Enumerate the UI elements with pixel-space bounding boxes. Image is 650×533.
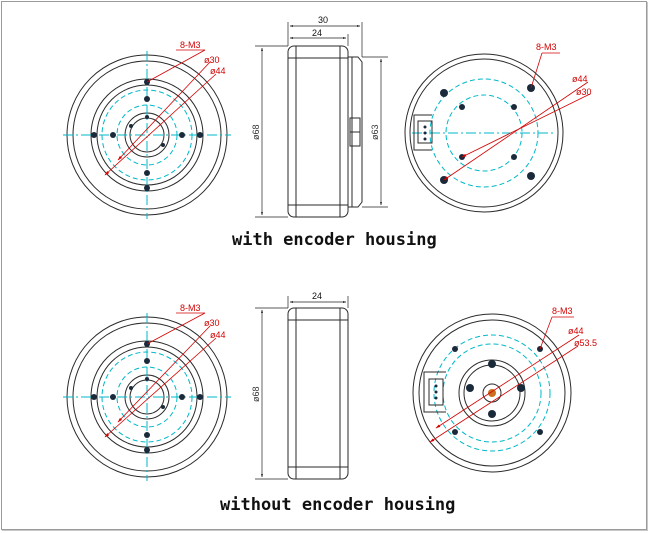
side-view-top [287,45,363,218]
front-bottom-holes-label: 8-M3 [180,303,201,313]
side-bottom-dia-left: ø68 [251,386,261,402]
rear-bottom-holes-label: 8-M3 [552,306,573,316]
rear-view-bottom [412,313,572,473]
front-top-d1-label: ø30 [204,55,220,65]
caption-without-encoder: without encoder housing [220,495,455,515]
front-bottom-d2-label: ø44 [210,330,226,340]
side-view-top-dims [255,22,388,218]
rear-bottom-d2-label: ø53.5 [574,338,597,348]
side-view-bottom [287,307,349,480]
rear-view-top-holes [423,84,535,184]
rear-top-holes-label: 8-M3 [536,42,557,52]
side-top-dia-right: ø63 [370,124,380,140]
rear-view-bottom-holes [434,346,543,435]
side-view-bottom-dims [255,296,349,480]
side-top-width-body: 24 [312,28,322,38]
rear-view-top-dims: 8-M3 ø44 ø30 [443,42,592,181]
front-top-d2-label: ø44 [210,66,226,76]
caption-with-encoder: with encoder housing [232,230,437,250]
front-view-bottom-dims: 8-M3 ø30 ø44 [104,303,226,438]
front-view-top-dims: 8-M3 ø30 ø44 [104,40,226,176]
front-view-bottom [63,313,231,481]
rear-bottom-d1-label: ø44 [568,326,584,336]
side-top-dia-left: ø68 [251,124,261,140]
front-view-top [63,51,231,219]
side-top-width-total: 30 [318,15,328,25]
rear-view-top [404,53,564,213]
rear-top-d2-label: ø30 [576,87,592,97]
rear-view-bottom-dims: 8-M3 ø44 ø53.5 [429,306,597,443]
front-view-top-holes [91,79,203,191]
side-bottom-width-body: 24 [312,291,322,301]
front-bottom-d1-label: ø30 [204,318,220,328]
front-top-holes-label: 8-M3 [180,40,201,50]
rear-top-d1-label: ø44 [572,74,588,84]
